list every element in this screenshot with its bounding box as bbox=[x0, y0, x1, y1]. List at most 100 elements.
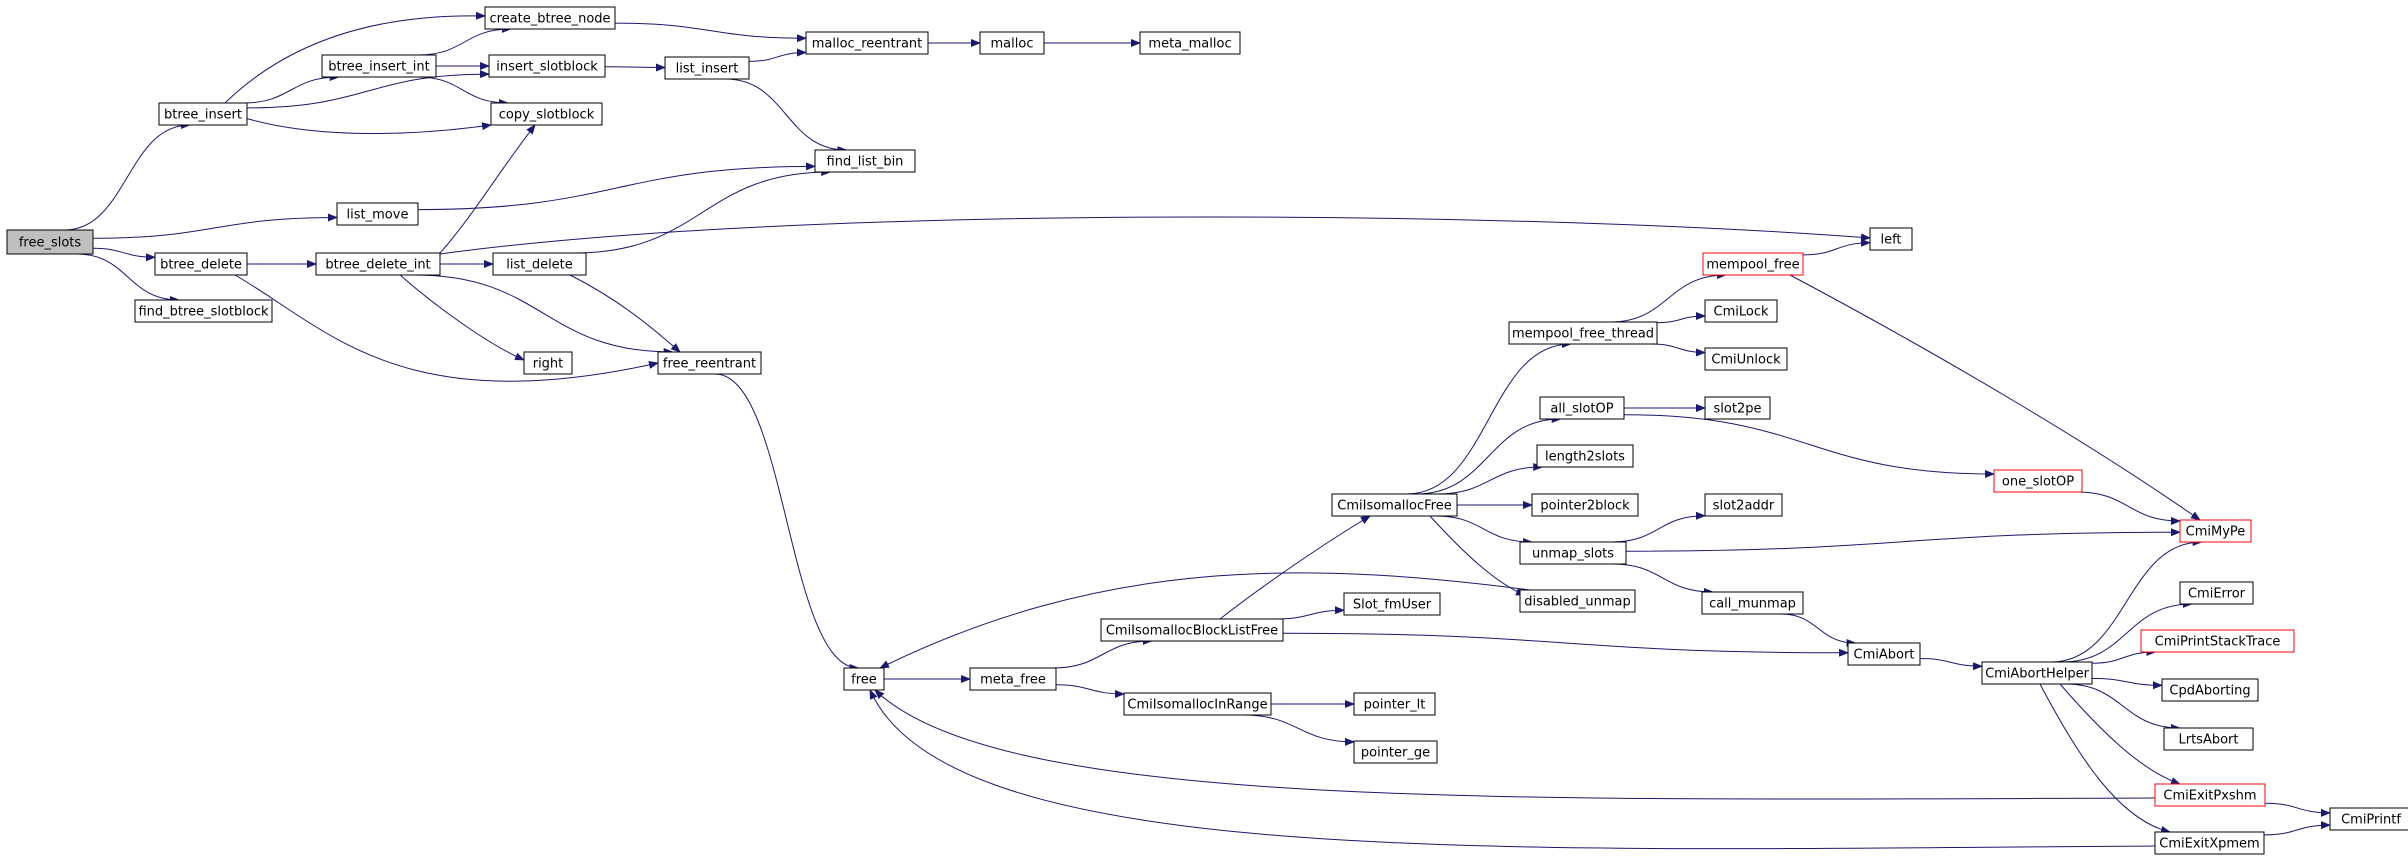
edge-line bbox=[1625, 528, 2181, 552]
node-pointer_ge[interactable]: pointer_ge bbox=[1353, 740, 1438, 764]
node-label: CmiLock bbox=[1714, 305, 1769, 320]
node-left[interactable]: left bbox=[1869, 227, 1913, 251]
node-right[interactable]: right bbox=[523, 351, 573, 375]
edge-line bbox=[417, 162, 816, 211]
node-disabled_unmap[interactable]: disabled_unmap bbox=[1519, 589, 1636, 613]
node-btree_insert[interactable]: btree_insert bbox=[158, 102, 248, 126]
node-box bbox=[1704, 347, 1788, 371]
node-CmiAbort[interactable]: CmiAbort bbox=[1847, 642, 1921, 666]
node-unmap_slots[interactable]: unmap_slots bbox=[1519, 541, 1627, 565]
node-pointer_lt[interactable]: pointer_lt bbox=[1353, 692, 1436, 716]
node-list_move[interactable]: list_move bbox=[336, 202, 419, 226]
node-CpdAborting[interactable]: CpdAborting bbox=[2161, 678, 2259, 702]
node-label: left bbox=[1880, 233, 1901, 248]
node-label: CmiIsomallocFree bbox=[1337, 499, 1451, 514]
node-malloc_reentrant[interactable]: malloc_reentrant bbox=[805, 31, 929, 55]
node-btree_delete_int[interactable]: btree_delete_int bbox=[315, 252, 441, 276]
node-label: CmiExitXpmem bbox=[2159, 837, 2259, 852]
node-slot2addr[interactable]: slot2addr bbox=[1704, 493, 1783, 517]
node-malloc[interactable]: malloc bbox=[979, 31, 1045, 55]
node-CmiIsomallocBlockListFree[interactable]: CmiIsomallocBlockListFree bbox=[1100, 618, 1284, 642]
edge-CmiExitXpmem-to-CmiPrintf bbox=[2263, 821, 2331, 836]
node-label: mempool_free bbox=[1706, 258, 1799, 273]
node-box bbox=[490, 102, 603, 126]
node-one_slotOP[interactable]: one_slotOP bbox=[1993, 469, 2083, 493]
node-CmiPrintf[interactable]: CmiPrintf bbox=[2329, 807, 2408, 831]
node-CmiExitPxshm[interactable]: CmiExitPxshm bbox=[2154, 783, 2266, 807]
edge-line bbox=[879, 572, 1531, 669]
edge-line bbox=[725, 78, 848, 154]
edge-line bbox=[439, 216, 1871, 255]
node-box bbox=[492, 252, 587, 276]
edge-free_reentrant-to-free bbox=[714, 373, 860, 672]
node-find_btree_slotblock[interactable]: find_btree_slotblock bbox=[134, 299, 273, 323]
node-CmiAbortHelper[interactable]: CmiAbortHelper bbox=[1981, 661, 2093, 685]
node-meta_free[interactable]: meta_free bbox=[969, 667, 1057, 691]
edge-line bbox=[869, 689, 2156, 850]
edge-free_slots-to-find_btree_slotblock bbox=[76, 253, 180, 304]
edge-CmiIsomallocBlockListFree-to-CmiIsomallocFree bbox=[1219, 515, 1371, 620]
node-mempool_free[interactable]: mempool_free bbox=[1702, 252, 1804, 276]
node-CmiMyPe[interactable]: CmiMyPe bbox=[2179, 519, 2252, 543]
node-create_btree_node[interactable]: create_btree_node bbox=[484, 6, 616, 30]
edge-line bbox=[224, 11, 486, 104]
node-box bbox=[1539, 396, 1625, 420]
node-list_insert[interactable]: list_insert bbox=[664, 56, 750, 80]
node-label: CmiIsomallocBlockListFree bbox=[1106, 624, 1278, 639]
node-insert_slotblock[interactable]: insert_slotblock bbox=[488, 54, 606, 78]
node-box bbox=[1704, 299, 1778, 323]
node-CmiExitXpmem[interactable]: CmiExitXpmem bbox=[2154, 831, 2265, 855]
node-label: mempool_free_thread bbox=[1512, 327, 1654, 342]
node-btree_delete[interactable]: btree_delete bbox=[154, 252, 248, 276]
node-call_munmap[interactable]: call_munmap bbox=[1701, 591, 1804, 615]
node-mempool_free_thread[interactable]: mempool_free_thread bbox=[1508, 321, 1658, 345]
node-box bbox=[1536, 444, 1634, 468]
node-pointer2block[interactable]: pointer2block bbox=[1531, 493, 1639, 517]
node-box bbox=[1704, 396, 1771, 420]
node-Slot_fmUser[interactable]: Slot_fmUser bbox=[1343, 592, 1441, 616]
node-label: call_munmap bbox=[1709, 597, 1796, 612]
node-CmiIsomallocFree[interactable]: CmiIsomallocFree bbox=[1331, 493, 1458, 517]
node-box bbox=[1531, 493, 1639, 517]
node-box bbox=[2140, 629, 2295, 653]
node-free[interactable]: free bbox=[843, 667, 885, 691]
node-CmiPrintStackTrace[interactable]: CmiPrintStackTrace bbox=[2140, 629, 2295, 653]
node-label: length2slots bbox=[1545, 450, 1625, 465]
node-label: all_slotOP bbox=[1550, 402, 1613, 417]
edge-line bbox=[1919, 658, 1983, 671]
node-CmiIsomallocInRange[interactable]: CmiIsomallocInRange bbox=[1123, 692, 1272, 716]
edge-line bbox=[1219, 515, 1371, 620]
node-btree_insert_int[interactable]: btree_insert_int bbox=[321, 54, 437, 78]
node-box bbox=[1702, 252, 1804, 276]
node-meta_malloc[interactable]: meta_malloc bbox=[1139, 31, 1241, 55]
node-length2slots[interactable]: length2slots bbox=[1536, 444, 1634, 468]
node-label: btree_delete bbox=[160, 258, 242, 273]
node-CmiUnlock[interactable]: CmiUnlock bbox=[1704, 347, 1788, 371]
node-box bbox=[1981, 661, 2093, 685]
node-list_delete[interactable]: list_delete bbox=[492, 252, 587, 276]
node-label: malloc_reentrant bbox=[812, 37, 923, 52]
edge-line bbox=[748, 48, 807, 62]
node-all_slotOP[interactable]: all_slotOP bbox=[1539, 396, 1625, 420]
node-box bbox=[484, 6, 616, 30]
edge-list_insert-to-malloc_reentrant bbox=[748, 48, 807, 62]
edge-one_slotOP-to-CmiMyPe bbox=[2077, 491, 2181, 525]
node-free_slots[interactable]: free_slots bbox=[6, 229, 94, 255]
node-LrtsAbort[interactable]: LrtsAbort bbox=[2163, 727, 2254, 751]
edge-line bbox=[1406, 340, 1572, 495]
node-label: find_list_bin bbox=[827, 155, 904, 170]
edge-line bbox=[417, 76, 510, 107]
node-copy_slotblock[interactable]: copy_slotblock bbox=[490, 102, 603, 126]
node-box bbox=[1869, 227, 1913, 251]
node-slot2pe[interactable]: slot2pe bbox=[1704, 396, 1771, 420]
node-free_reentrant[interactable]: free_reentrant bbox=[657, 351, 762, 375]
node-find_list_bin[interactable]: find_list_bin bbox=[814, 149, 916, 173]
node-label: copy_slotblock bbox=[499, 108, 595, 123]
node-CmiError[interactable]: CmiError bbox=[2179, 581, 2254, 605]
node-label: CmiUnlock bbox=[1711, 353, 1781, 368]
edge-CmiIsomallocInRange-to-pointer_ge bbox=[1242, 714, 1355, 746]
edge-CmiAbortHelper-to-CmiExitXpmem bbox=[2039, 683, 2171, 834]
edge-CmiIsomallocBlockListFree-to-CmiAbort bbox=[1282, 632, 1849, 657]
node-CmiLock[interactable]: CmiLock bbox=[1704, 299, 1778, 323]
edge-insert_slotblock-to-list_insert bbox=[604, 63, 666, 72]
